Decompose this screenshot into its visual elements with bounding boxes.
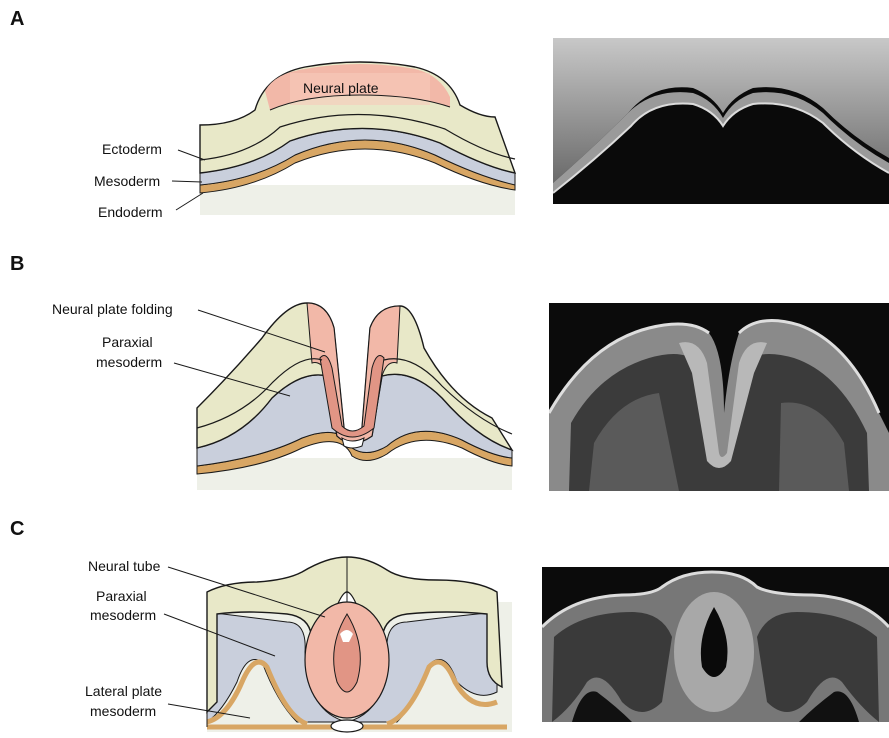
panel-c-sem-micrograph: [542, 567, 889, 722]
